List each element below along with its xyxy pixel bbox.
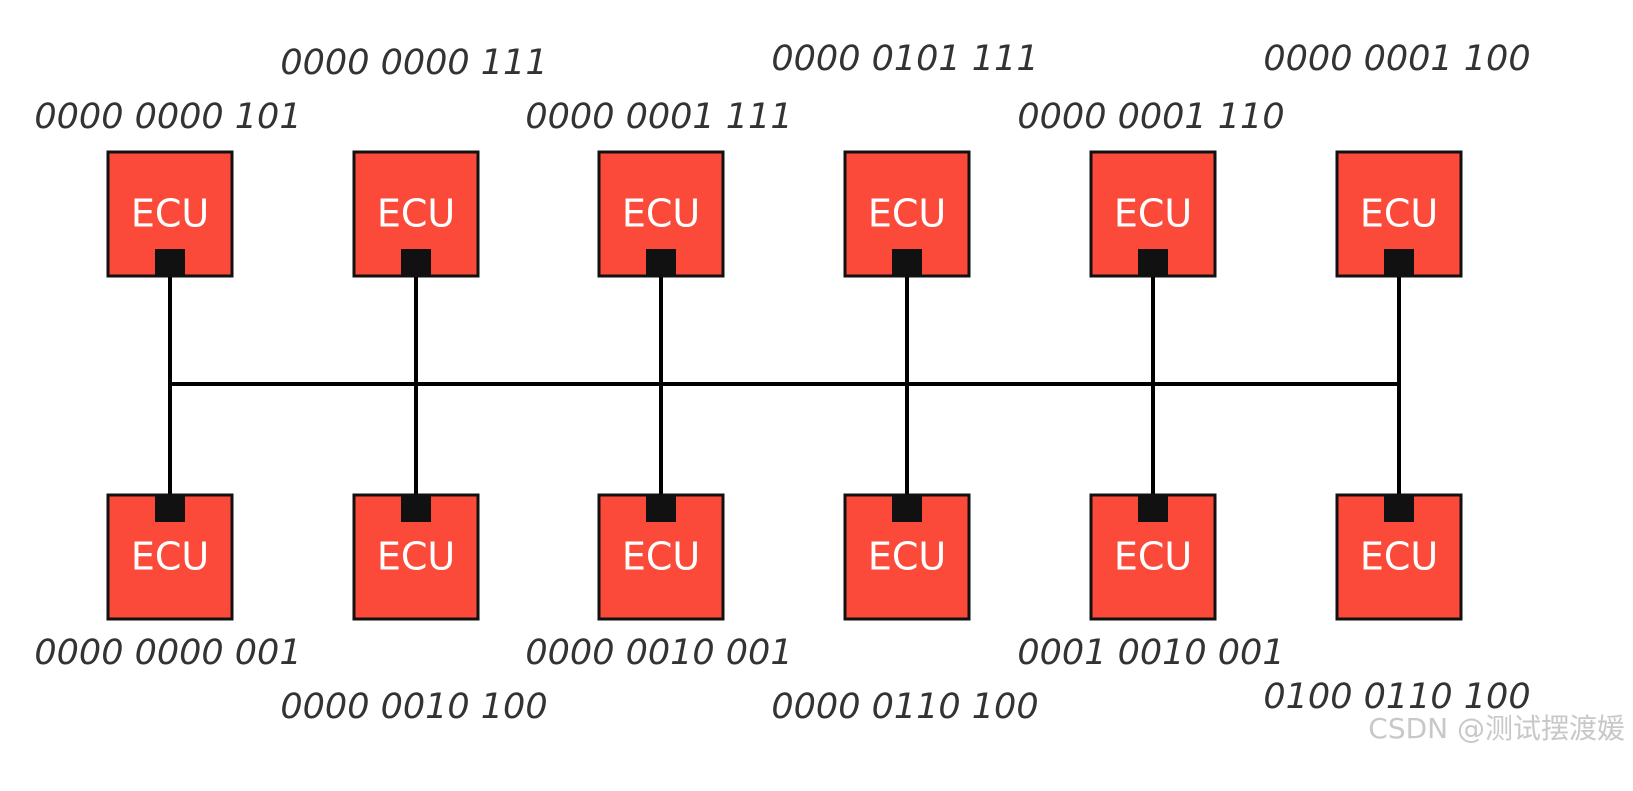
ecu-label: ECU [377,535,455,579]
ecu-label: ECU [622,192,700,236]
bottom-ecu-1-id-label: 0000 0000 001 [34,633,301,673]
bottom-ecu-5-id-label: 0001 0010 001 [1017,633,1284,673]
ecu-label: ECU [868,535,946,579]
ecu-label: ECU [1114,192,1192,236]
ecu-label: ECU [1360,192,1438,236]
bottom-ecu-4-id-label: 0000 0110 100 [771,687,1038,727]
top-ecu-1: ECU [106,150,234,278]
ecu-connector [892,495,922,522]
top-ecu-3-id-label: 0000 0001 111 [525,97,792,137]
bottom-ecu-2-id-label: 0000 0010 100 [280,687,547,727]
bottom-ecu-6: ECU [1335,493,1463,621]
bottom-ecu-4: ECU [843,493,971,621]
ecu-label: ECU [1114,535,1192,579]
ecu-connector [1138,495,1168,522]
id-label-layer: 0000 0000 101 0000 0000 111 0000 0001 111 0… [34,39,1530,727]
top-ecu-4-id-label: 0000 0101 111 [771,39,1038,79]
bottom-ecu-3-id-label: 0000 0010 001 [525,633,792,673]
ecu-connector [1138,249,1168,276]
ecu-label: ECU [377,192,455,236]
top-ecu-2-id-label: 0000 0000 111 [280,43,547,83]
top-ecu-4: ECU [843,150,971,278]
top-ecu-6-id-label: 0000 0001 100 [1263,39,1530,79]
ecu-layer: ECU ECU ECU ECU ECU ECU ECU ECU ECU ECU ECU ECU [106,150,1463,621]
ecu-connector [401,249,431,276]
ecu-label: ECU [868,192,946,236]
ecu-connector [155,249,185,276]
bottom-ecu-2: ECU [352,493,480,621]
ecu-label: ECU [622,535,700,579]
top-ecu-2: ECU [352,150,480,278]
top-ecu-3: ECU [597,150,725,278]
ecu-connector [155,495,185,522]
ecu-connector [646,495,676,522]
top-ecu-5-id-label: 0000 0001 110 [1017,97,1284,137]
bottom-ecu-1: ECU [106,493,234,621]
ecu-connector [892,249,922,276]
bus-layer [168,271,1401,505]
ecu-connector [1384,495,1414,522]
bottom-ecu-3: ECU [597,493,725,621]
top-ecu-5: ECU [1089,150,1217,278]
ecu-label: ECU [131,192,209,236]
top-ecu-1-id-label: 0000 0000 101 [34,97,301,137]
ecu-label: ECU [131,535,209,579]
ecu-connector [401,495,431,522]
ecu-label: ECU [1360,535,1438,579]
bottom-ecu-5: ECU [1089,493,1217,621]
bottom-ecu-6-id-label: 0100 0110 100 [1263,677,1530,717]
watermark: CSDN @测试摆渡媛 [1368,712,1625,745]
ecu-connector [646,249,676,276]
ecu-connector [1384,249,1414,276]
top-ecu-6: ECU [1335,150,1463,278]
